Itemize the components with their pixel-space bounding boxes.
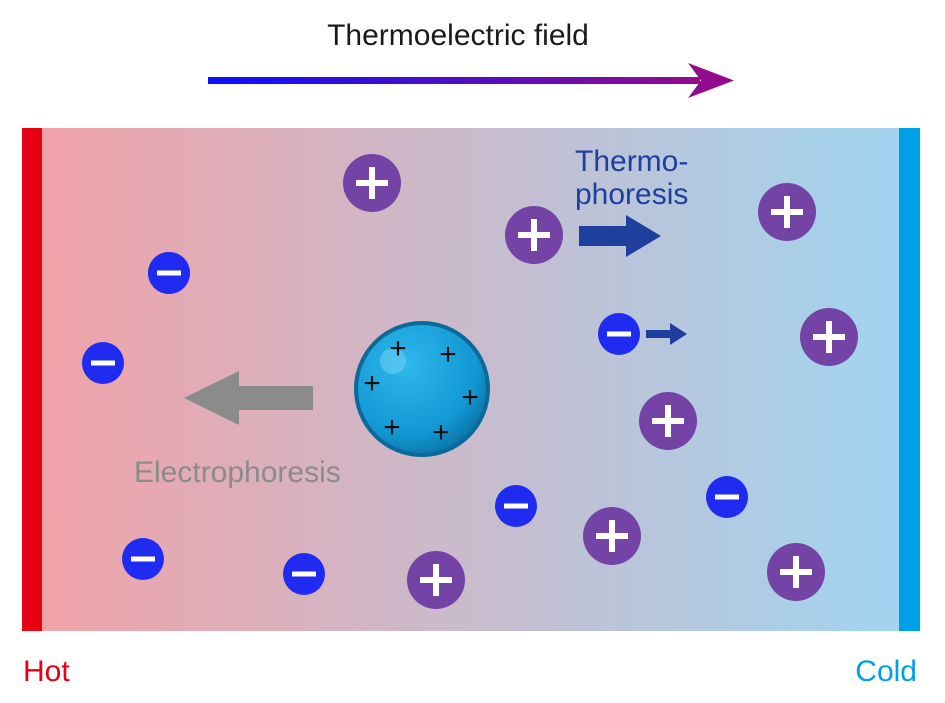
cold-wall [899, 128, 920, 631]
surface-charge: + [389, 332, 407, 365]
plus-icon [780, 556, 812, 588]
negative-ion [122, 538, 164, 580]
positive-ion [758, 183, 816, 241]
negative-ion [283, 553, 325, 595]
surface-charge: + [461, 381, 479, 414]
positive-ion [639, 392, 697, 450]
negative-ion [148, 252, 190, 294]
surface-charge: + [432, 416, 450, 449]
negative-ion [598, 313, 640, 355]
thermophoresis-arrow-small [646, 323, 687, 345]
thermophoresis-arrow-large [579, 215, 661, 257]
plus-icon [813, 321, 845, 353]
positive-ion [407, 551, 465, 609]
ion-layer [82, 154, 858, 609]
electrophoresis-arrow [184, 371, 313, 425]
plus-icon [420, 564, 452, 596]
positive-ion [343, 154, 401, 212]
surface-charge: + [363, 367, 381, 400]
thermophoresis-label-line-2: phoresis [575, 178, 688, 211]
plus-icon [356, 167, 388, 199]
hot-wall [22, 128, 42, 631]
positive-ion [800, 308, 858, 366]
plus-icon [652, 405, 684, 437]
surface-charge: + [383, 411, 401, 444]
particle-surface-charges: ++++++ [363, 332, 479, 449]
thermophoresis-label-line-1: Thermo- [575, 145, 688, 178]
cold-label: Cold [855, 655, 917, 688]
plus-icon [596, 520, 628, 552]
thermophoresis-label: Thermo- phoresis [575, 145, 697, 211]
charged-particle: ++++++ [354, 321, 490, 457]
positive-ion [583, 507, 641, 565]
hot-label: Hot [23, 655, 70, 688]
negative-ion [706, 476, 748, 518]
surface-charge: + [439, 338, 457, 371]
negative-ion [495, 485, 537, 527]
field-arrow [208, 63, 734, 98]
plus-icon [771, 196, 803, 228]
positive-ion [505, 206, 563, 264]
negative-ion [82, 342, 124, 384]
electrophoresis-label: Electrophoresis [134, 456, 341, 489]
plus-icon [518, 219, 550, 251]
positive-ion [767, 543, 825, 601]
diagram-title: Thermoelectric field [327, 19, 589, 52]
